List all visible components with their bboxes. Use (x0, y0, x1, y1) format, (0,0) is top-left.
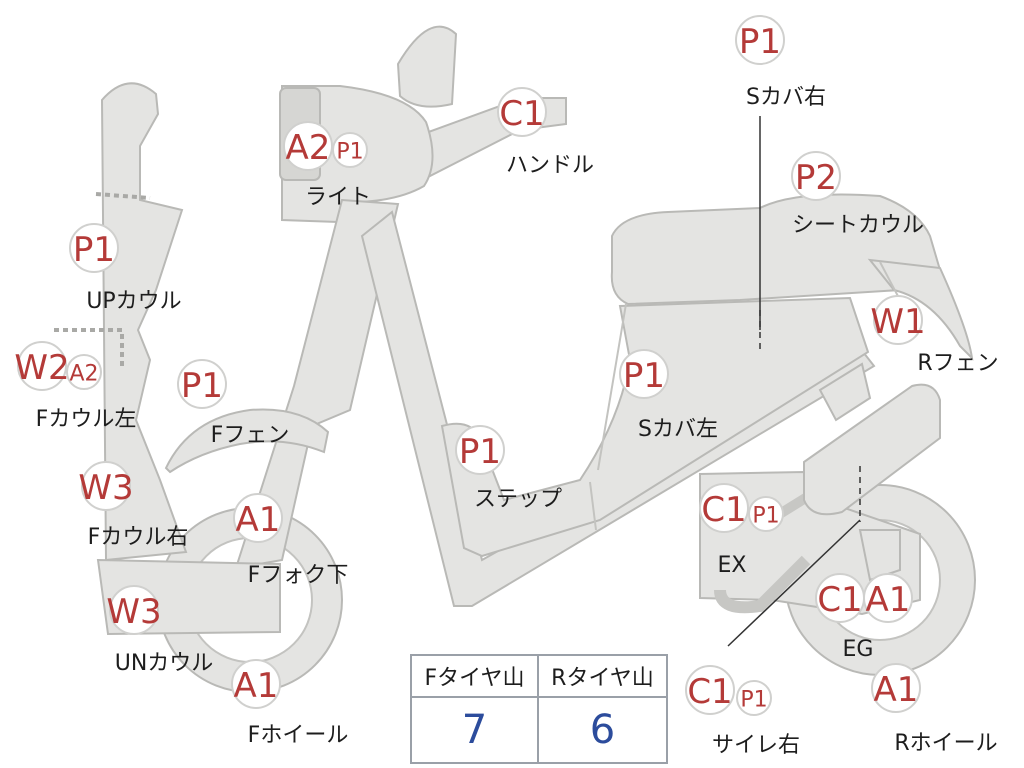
f-wheel-code: A1 (234, 666, 279, 706)
seat-shape (610, 193, 942, 306)
silencer-shape (803, 383, 941, 516)
tire-tread-table: Fタイヤ山 Rタイヤ山 7 6 (410, 654, 668, 764)
s-cover-left-label: Sカバ左 (638, 417, 718, 442)
mirror-shape (396, 25, 458, 108)
silencer-right-label: サイレ右 (712, 733, 800, 758)
un-cowl-label: UNカウル (115, 651, 214, 676)
step-label: ステップ (474, 487, 562, 512)
f-cowl-right-code-badge-circle (81, 461, 131, 511)
r-fender-code: W1 (870, 302, 925, 342)
f-cowl-right-label: Fカウル右 (88, 525, 189, 550)
eg-code: A1 (866, 580, 911, 620)
silencer-leader-line (727, 519, 861, 647)
silencer-right-code-badge-circle (685, 665, 735, 715)
seat-cowl-label: シートカウル (792, 213, 924, 238)
rear-tire-tread-header: Rタイヤ山 (539, 656, 666, 698)
silencer-right-code-badge-circle (736, 680, 772, 716)
light-code-badge-circle (283, 121, 333, 171)
s-cover-left-code: P1 (623, 356, 665, 396)
f-cowl-left-code: A2 (69, 362, 98, 387)
r-wheel-code-badge-circle (871, 663, 921, 713)
ex-label: EX (718, 553, 747, 578)
front-cowl-shape (100, 82, 188, 562)
front-fender-shape (164, 408, 330, 474)
front-tire-tread-header: Fタイヤ山 (412, 656, 539, 698)
ex-code: P1 (752, 504, 779, 529)
rear-fender-shape (867, 258, 974, 361)
light-code: P1 (336, 140, 363, 165)
seat-cowl-code: P2 (795, 158, 837, 198)
eg-label: EG (843, 637, 874, 662)
s-cover-left-code-badge-circle (619, 349, 669, 399)
handle-label: ハンドル (506, 153, 594, 178)
r-wheel-label: Rホイール (894, 731, 997, 756)
silencer-right-code: C1 (687, 672, 732, 712)
f-cowl-right-code: W3 (78, 468, 133, 508)
f-wheel-label: Fホイール (248, 723, 349, 748)
f-fender-code-badge-circle (177, 359, 227, 409)
r-wheel-code: A1 (874, 670, 919, 710)
rear-mount-shape (858, 529, 901, 582)
f-cowl-left-label: Fカウル左 (36, 407, 137, 432)
front-tire-tread-value: 7 (412, 698, 539, 762)
r-fender-code-badge-circle (873, 295, 923, 345)
s-cover-right-code-badge-circle (735, 15, 785, 65)
up-cowl-code: P1 (73, 230, 115, 270)
step-callout: P1 ステップ (455, 425, 562, 512)
ex-code: C1 (701, 490, 746, 530)
f-cowl-left-code-badge-circle (66, 354, 102, 390)
step-code-badge-circle (455, 425, 505, 475)
seat-cowl-callout: P2 シートカウル (791, 151, 924, 238)
ex-code-badge-circle (699, 483, 749, 533)
light-label: ライト (305, 185, 371, 210)
ex-code-badge-circle (748, 496, 784, 532)
up-cowl-label: UPカウル (86, 289, 181, 314)
f-fork-lower-code: A1 (236, 500, 281, 540)
silencer-right-callout: C1 P1 サイレ右 (685, 665, 800, 758)
f-fender-label: Fフェン (211, 423, 290, 448)
f-cowl-left-code-badge-circle (17, 341, 67, 391)
un-cowl-code: W3 (106, 592, 161, 632)
side-cover-shape (440, 296, 870, 558)
f-fork-lower-label: Fフォク下 (248, 563, 349, 588)
s-cover-right-label: Sカバ右 (746, 85, 826, 110)
handle-callout: C1 ハンドル (497, 87, 594, 178)
handle-code-badge-circle (497, 87, 547, 137)
exhaust-pipe-shape (714, 555, 811, 614)
shock-shape (818, 362, 872, 422)
silencer-right-code: P1 (740, 688, 767, 713)
handle-code: C1 (499, 94, 544, 134)
un-cowl-code-badge-circle (109, 585, 159, 635)
up-cowl-code-badge-circle (69, 223, 119, 273)
r-fender-label: Rフェン (917, 351, 998, 376)
light-code: A2 (286, 128, 331, 168)
seat-cowl-code-badge-circle (791, 151, 841, 201)
light-code-badge-circle (332, 132, 368, 168)
f-wheel-code-badge-circle (231, 659, 281, 709)
eg-code: C1 (817, 580, 862, 620)
step-code: P1 (459, 432, 501, 472)
rear-tire-tread-value: 6 (589, 707, 616, 753)
f-fender-code: P1 (181, 366, 223, 406)
s-cover-right-code: P1 (739, 22, 781, 62)
f-cowl-left-code: W2 (14, 348, 69, 388)
f-fork-lower-code-badge-circle (233, 493, 283, 543)
eg-code-badge-circle (863, 573, 913, 623)
